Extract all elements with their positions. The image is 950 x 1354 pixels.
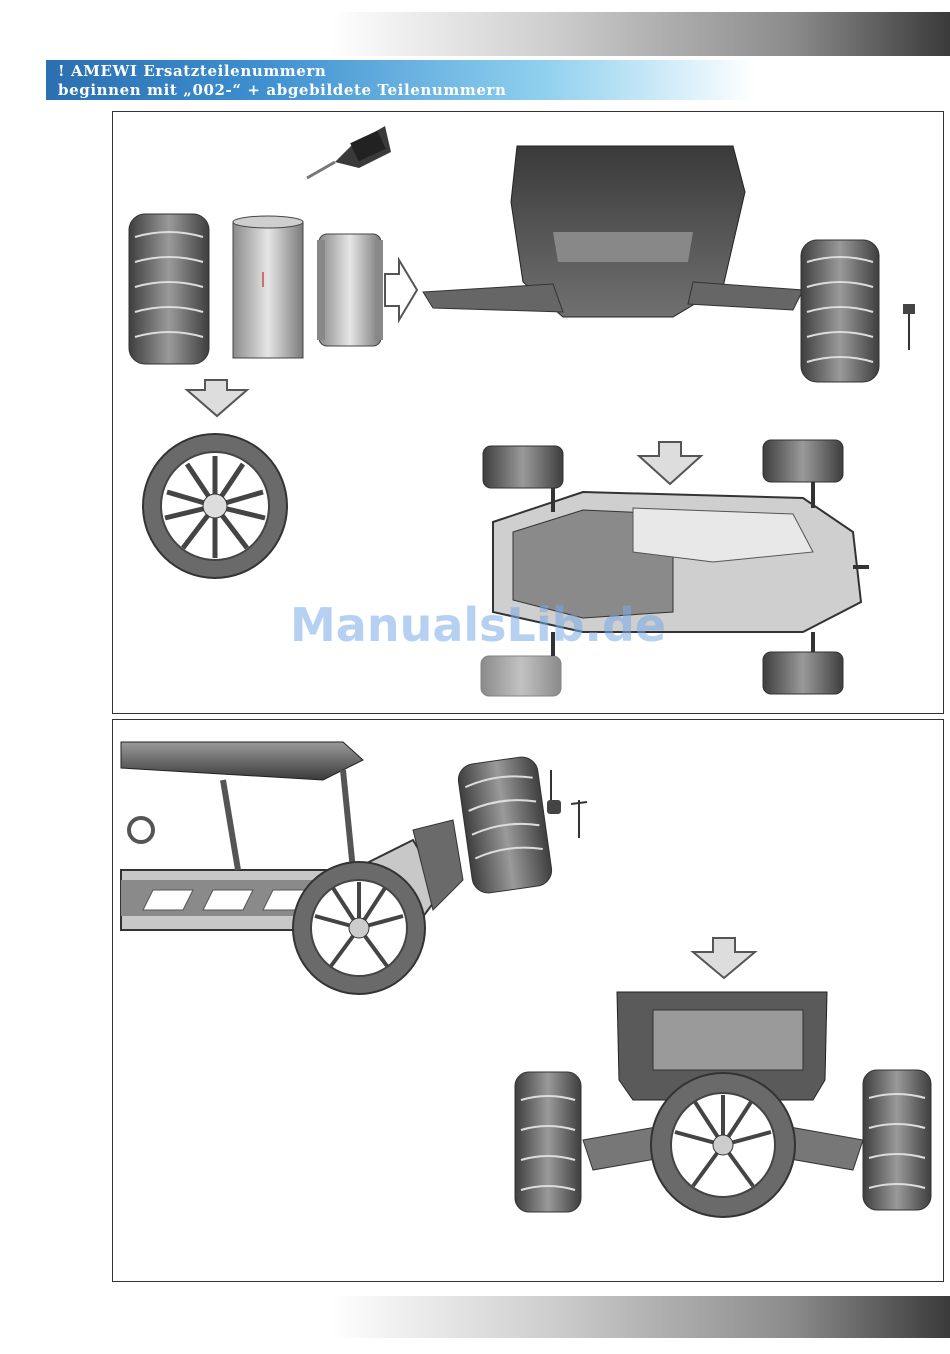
- notice-line-1: ! AMEWI Ersatzteilenummern: [58, 62, 326, 80]
- rim-part: [317, 234, 383, 346]
- tire-part: [129, 214, 209, 364]
- header-gradient-bar: [330, 12, 950, 56]
- rear-tire-part: [456, 755, 587, 895]
- rear-wheel-diagram: [113, 720, 943, 1281]
- buggy-side-view: [121, 742, 463, 994]
- assembly-step-rear-wheel: [112, 719, 944, 1282]
- parts-notice-banner: ! AMEWI Ersatzteilenummern beginnen mit …: [46, 60, 756, 100]
- buggy-rear-view: [515, 992, 931, 1217]
- assembled-wheel: [143, 434, 287, 578]
- step-arrow-icon: [693, 938, 755, 978]
- buggy-front-view: [423, 146, 915, 382]
- notice-line-2: beginnen mit „002-“ + abgebildete Teilen…: [58, 81, 507, 99]
- watermark: ManualsLib.de: [290, 598, 666, 652]
- glue-bottle-icon: [307, 126, 391, 178]
- step-arrow-icon: [187, 380, 247, 416]
- tire-insert-part: [233, 216, 303, 358]
- step-arrow-icon: [639, 442, 701, 484]
- step-arrow-icon: [385, 260, 417, 320]
- footer-gradient-bar: [330, 1296, 950, 1338]
